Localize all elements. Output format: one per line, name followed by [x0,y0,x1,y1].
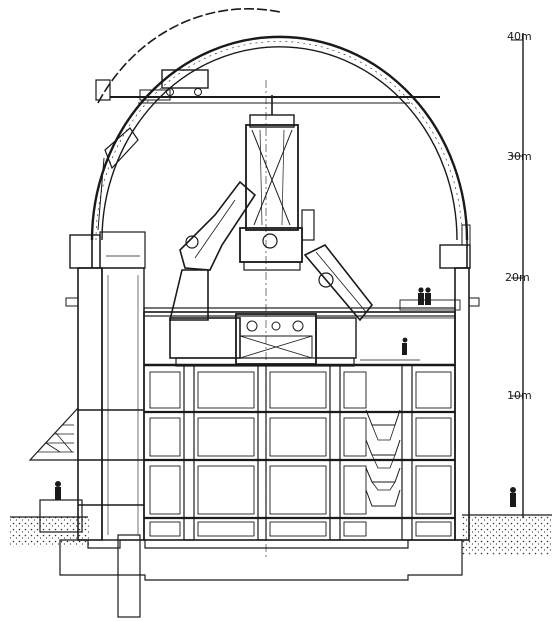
telescope-tube [239,95,315,271]
person-figure-left [55,481,61,500]
dome-crane [110,69,440,104]
dome-shutter [95,8,281,231]
dome-shell [90,35,469,268]
scale-label-20m: 20m [505,271,530,284]
person-figures-platform [402,287,431,355]
entrance-structure [28,406,83,533]
dome-base-ring [69,224,471,269]
telescope-mount-base [169,313,357,367]
person-figure-ground-right [510,487,516,507]
scale-label-30m: 30m [507,150,532,163]
scale-label-40m: 40m [507,30,532,43]
observing-floor [65,297,480,361]
ground [10,514,552,555]
telescope-yoke-right [303,243,374,322]
building-body [77,80,470,560]
foundation-slab [59,534,463,618]
scale-label-10m: 10m [507,389,532,402]
height-scale: 40m 30m 20m 10m [505,30,532,518]
telescope-yoke-left [168,180,257,321]
stair-column [365,409,401,507]
